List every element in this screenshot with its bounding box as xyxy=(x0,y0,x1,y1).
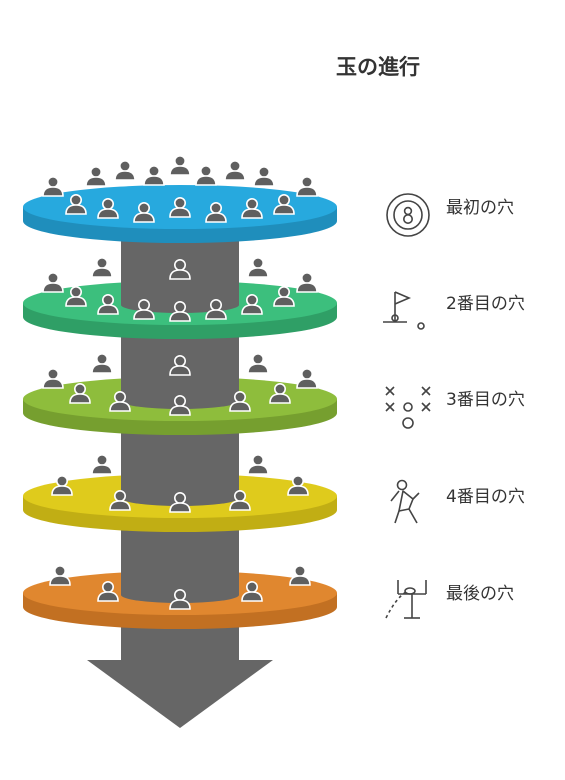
level-label: 3番目の穴 xyxy=(446,390,525,410)
person-icon xyxy=(195,165,217,186)
play-strategy-icon xyxy=(385,386,431,429)
golfer-swing-icon xyxy=(390,479,420,524)
person-icon xyxy=(114,160,136,181)
level-label: 最初の穴 xyxy=(446,198,514,218)
person-icon xyxy=(143,165,165,186)
person-icon xyxy=(296,271,318,293)
person-icon xyxy=(169,155,191,176)
person-icon xyxy=(85,166,107,187)
shaft-segment xyxy=(121,471,239,506)
level-discs xyxy=(23,155,337,629)
person-icon xyxy=(247,352,269,374)
golf-flag-icon xyxy=(383,291,425,330)
eight-ball-icon xyxy=(386,193,430,237)
person-icon xyxy=(296,176,318,197)
level-disc xyxy=(23,564,337,629)
shaft-segment xyxy=(121,278,239,313)
person-icon xyxy=(42,271,64,293)
level-disc xyxy=(23,256,337,339)
person-icon xyxy=(247,453,269,475)
person-icon xyxy=(91,256,113,278)
level-label: 2番目の穴 xyxy=(446,294,525,314)
person-icon xyxy=(253,166,275,187)
person-icon xyxy=(91,453,113,475)
goal-post-icon xyxy=(385,580,427,619)
level-label: 最後の穴 xyxy=(446,584,514,604)
person-icon xyxy=(224,160,246,181)
level-disc xyxy=(23,352,337,435)
level-label: 4番目の穴 xyxy=(446,487,525,507)
level-disc xyxy=(23,453,337,532)
level-disc xyxy=(23,155,337,243)
person-icon xyxy=(49,564,71,586)
person-icon xyxy=(91,352,113,374)
down-arrow xyxy=(87,660,273,728)
person-icon xyxy=(42,176,64,197)
person-icon xyxy=(289,564,311,586)
person-icon xyxy=(42,367,64,389)
shaft-segment xyxy=(121,568,239,603)
person-icon xyxy=(247,256,269,278)
person-icon xyxy=(296,367,318,389)
diagram-title: 玉の進行 xyxy=(336,55,420,79)
shaft-segment xyxy=(121,374,239,409)
